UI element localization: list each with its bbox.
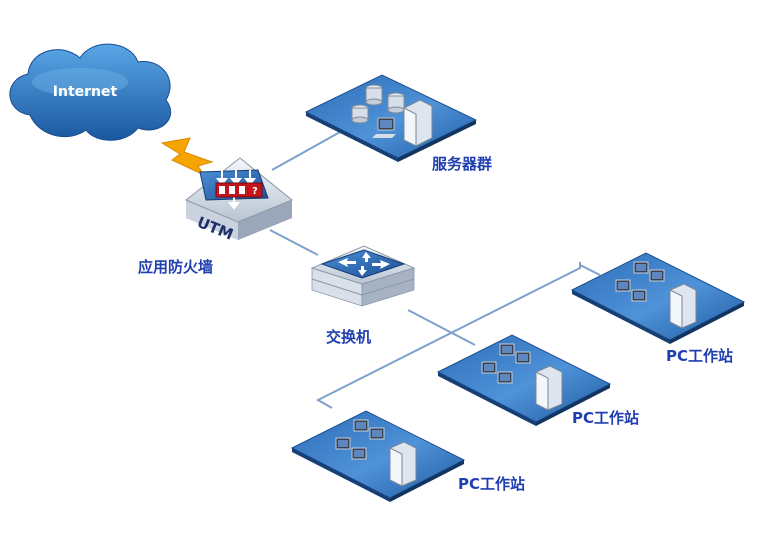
- link-trunk-ws1: [579, 264, 601, 276]
- utm-firewall: ? UTM: [185, 157, 293, 244]
- server-group-label: 服务器群: [432, 155, 492, 173]
- lightning-icon: [160, 137, 214, 177]
- firewall-status-icons: ?: [219, 186, 258, 197]
- server-tower-icon: [669, 283, 697, 329]
- workstation-group-2: [436, 334, 612, 426]
- server-tower-icon: [389, 441, 417, 487]
- pc-icon: [335, 419, 385, 460]
- server-group: [304, 74, 478, 162]
- workstation-label-3: PC工作站: [458, 475, 525, 493]
- link-utm-switch: [269, 229, 319, 256]
- internet-cloud: Internet: [9, 43, 172, 141]
- pc-icon: [615, 261, 665, 302]
- internet-label: Internet: [53, 84, 118, 100]
- switch-arrows-icon: [338, 252, 390, 276]
- server-tower-icon: [535, 365, 563, 411]
- switch-label: 交换机: [326, 328, 371, 346]
- pc-icon: [481, 343, 531, 384]
- svg-text:?: ?: [252, 186, 258, 197]
- workstation-label-1: PC工作站: [666, 347, 733, 365]
- workstation-group-1: [570, 252, 746, 344]
- workstation-icon: [372, 117, 396, 138]
- firewall-arrows-icon: [215, 170, 257, 210]
- link-switch-ws2: [407, 309, 476, 346]
- workstation-label-2: PC工作站: [572, 409, 639, 427]
- utm-caption: 应用防火墙: [138, 258, 213, 276]
- server-tower-icon: [403, 99, 433, 147]
- database-icon: [351, 84, 405, 124]
- switch: [310, 245, 416, 307]
- workstation-group-3: [290, 410, 466, 502]
